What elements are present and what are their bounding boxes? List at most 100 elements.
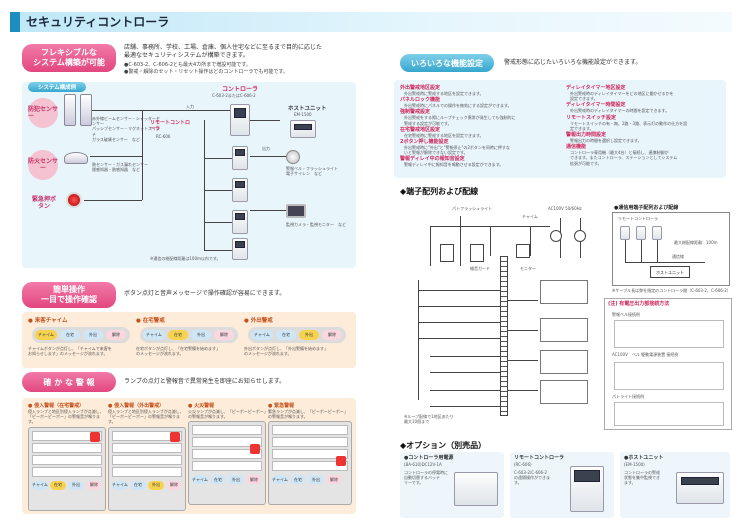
terminal-block	[500, 256, 508, 416]
func-title: ディレイタイマー地区設定	[566, 85, 626, 91]
option-host-title: ●ホストユニット	[624, 455, 664, 461]
header-accent	[10, 12, 20, 32]
input-label: 入力	[186, 104, 194, 109]
wire	[641, 240, 642, 262]
chime-button[interactable]: チャイム	[272, 475, 288, 485]
s2-desc: ボタン点灯と音声メッセージで操作確認が容易にできます。	[124, 290, 286, 297]
alarm-buttons: チャイム 在宅 外出 解除	[272, 475, 348, 485]
home-button[interactable]: 在宅	[290, 475, 306, 485]
relay-schematic-2	[614, 362, 724, 390]
func-desc: 外出警戒時のディレイタイマーの時間を設定できます。	[570, 108, 670, 114]
relay-example-2: AC100V ベル 駆動電源装置 接続例	[612, 352, 679, 357]
release-button[interactable]: 解除	[166, 480, 182, 490]
chime-button[interactable]: チャイム	[251, 330, 273, 340]
out-button[interactable]: 外出	[191, 330, 211, 340]
wire	[430, 372, 500, 373]
func-desc: 外出警戒時に"外出"と"警報停止"の2ボタンを同時に押すな	[404, 145, 510, 151]
wiring-title: ◆端子配列および配線	[400, 187, 479, 196]
wire	[204, 158, 232, 159]
emergency-button-label: 緊急押ボタン	[31, 196, 56, 210]
func-title: 2ボタン押し機能設定	[400, 139, 449, 146]
home-button[interactable]: 在宅	[276, 330, 296, 340]
terminal-table	[540, 380, 588, 404]
options-title: ◆オプション（別売品）	[400, 441, 487, 450]
comm-title: ●通信用端子配列および配線	[614, 205, 679, 211]
alarm-desc: 緊急ランプが点滅し、「ピーポーピーポー」の警報音が鳴ります。	[268, 409, 348, 420]
chime-button[interactable]: チャイム	[35, 330, 57, 340]
alarm-desc: 火災ランプが点滅し、「ピーポーピーポー」の警報音が鳴ります。	[188, 409, 268, 420]
lamp-row	[192, 449, 262, 460]
out-button[interactable]: 外出	[83, 330, 103, 340]
remote-device-3	[232, 210, 248, 234]
op-panel-home: ● 在宅警戒 チャイム 在宅 外出 解除 在宅ボタンが点灯し、「在宅警備を始めま…	[136, 316, 240, 364]
alarm-buttons: チャイム 在宅 外出 解除	[112, 480, 182, 490]
home-button[interactable]: 在宅	[130, 480, 146, 490]
home-button[interactable]: 在宅	[210, 475, 226, 485]
out-button[interactable]: 外出	[228, 475, 244, 485]
device-box	[550, 230, 562, 242]
out-button[interactable]: 外出	[308, 475, 324, 485]
chime-button[interactable]: チャイム	[143, 330, 165, 340]
func-title: 警報ディレイ中の報知音設定	[400, 156, 465, 163]
wire	[204, 250, 232, 251]
lamp-row	[272, 461, 348, 472]
fire-sensor-icon: 防火センサー	[28, 150, 58, 180]
wire	[530, 226, 531, 256]
crime-sensor-desc: 赤外線ビームセンサー・シャッターセンサー パッシブセンサー・マグネットスイッチ …	[92, 116, 160, 142]
lamp-row	[32, 466, 102, 477]
badge-flexible: フレキシブルな システム構築が可能	[22, 44, 116, 72]
func-desc: 外出警戒時に警戒する地区を設定できます。	[404, 91, 484, 96]
chime-button[interactable]: チャイム	[112, 480, 128, 490]
func-title: 在宅警戒地区設定	[400, 126, 441, 133]
home-button[interactable]: 在宅	[168, 330, 188, 340]
wire	[204, 222, 232, 223]
func-desc: リモートスイッチの有・無、2路・3路、表示灯の動作の仕方を設	[570, 120, 688, 126]
s3-desc: ランプの点灯と警報音で異常発生を即座にお知らせします。	[124, 378, 286, 385]
comm-remote-2	[636, 226, 646, 240]
home-button[interactable]: 在宅	[50, 480, 66, 490]
wire	[92, 110, 232, 111]
out-button[interactable]: 外出	[299, 330, 319, 340]
wire	[508, 360, 538, 361]
release-button[interactable]: 解除	[86, 480, 102, 490]
comm-host-box: ホストユニット	[650, 266, 690, 278]
lamp-row	[272, 425, 348, 436]
chime-button[interactable]: チャイム	[192, 475, 208, 485]
wire	[142, 110, 143, 200]
comm-line-label: 通信線	[672, 254, 684, 259]
terminal-table	[540, 350, 588, 374]
wire	[657, 240, 658, 262]
release-button[interactable]: 解除	[322, 330, 342, 340]
wire	[204, 190, 232, 191]
remote-model: RC-606	[156, 134, 171, 139]
wire	[430, 356, 500, 357]
host-label: ホストユニット	[288, 106, 327, 112]
home-button[interactable]: 在宅	[60, 330, 80, 340]
alarm-desc: 侵入ランプと地区別侵入ランプが点滅し、「ピーポーピーポー」の警報音が鳴ります。	[108, 409, 184, 425]
func-desc: 警報ディレイ中に報知音を鳴動させる設定ができます。	[404, 162, 504, 168]
lamp-lit	[90, 432, 100, 442]
output-label: 出力	[262, 146, 270, 151]
release-button[interactable]: 解除	[326, 475, 342, 485]
remote-image	[570, 466, 604, 512]
page-title: セキュリティコントローラ	[26, 15, 170, 29]
func-desc: 外出警戒時にパネルでの操作を無効にする設定ができます。	[404, 103, 512, 109]
comm-remote-label: リモートコントローラ	[618, 216, 658, 221]
wire	[625, 240, 626, 262]
out-button[interactable]: 外出	[148, 480, 164, 490]
release-button[interactable]: 解除	[106, 330, 126, 340]
device-box	[574, 230, 586, 242]
op-desc: 在宅ボタンが点灯し、「在宅警備を始めます」のメッセージが流れます。	[136, 346, 220, 357]
lamp-row	[32, 442, 102, 453]
func-desc: 警戒する設定が可能です。	[404, 120, 452, 126]
crime-sensor-icon: 防犯センサー	[28, 98, 58, 128]
release-button[interactable]: 解除	[246, 475, 262, 485]
chime-button[interactable]: チャイム	[32, 480, 48, 490]
remote-label: リモートコントローラ	[150, 120, 191, 132]
release-button[interactable]: 解除	[214, 330, 234, 340]
alarm-device: チャイム 在宅 外出 解除	[188, 421, 266, 506]
out-button[interactable]: 外出	[68, 480, 84, 490]
alarm-device: チャイム 在宅 外出 解除	[268, 421, 352, 506]
host-image	[676, 472, 724, 504]
wire	[250, 156, 286, 157]
